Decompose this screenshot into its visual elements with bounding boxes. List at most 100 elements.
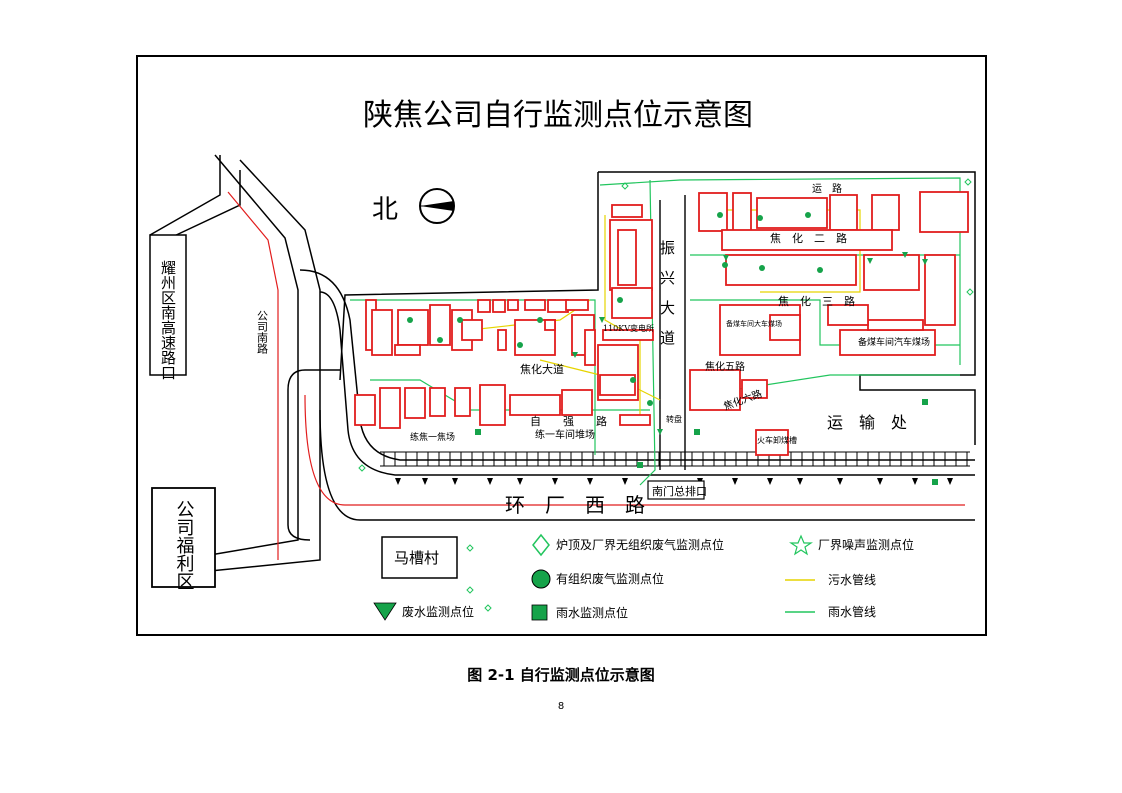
truck-yard-label: 备煤车间汽车煤场 bbox=[858, 336, 930, 348]
legend-label-6: 雨水管线 bbox=[828, 604, 876, 619]
fugitive-gas-monitor-point bbox=[966, 288, 974, 296]
page-number: 8 bbox=[557, 701, 565, 712]
building bbox=[732, 192, 752, 232]
north-label: 北 bbox=[372, 195, 398, 225]
jiaohua3-road-label: 焦 化 三 路 bbox=[778, 294, 855, 308]
exhaust-monitor-point bbox=[407, 317, 413, 323]
building bbox=[721, 229, 893, 251]
exhaust-monitor-point bbox=[437, 337, 443, 343]
rainwater-monitor-point bbox=[637, 462, 643, 468]
transport-label: 运 输 处 bbox=[827, 413, 907, 432]
flow-arrow-icon bbox=[837, 478, 843, 485]
flow-arrow-icon bbox=[487, 478, 493, 485]
exhaust-monitor-point bbox=[757, 215, 763, 221]
building bbox=[919, 191, 969, 233]
building bbox=[689, 369, 741, 411]
highway-label-box bbox=[149, 234, 187, 376]
legend-star-icon bbox=[789, 534, 813, 556]
left-railway-line bbox=[227, 191, 279, 560]
railway-ties bbox=[383, 452, 968, 466]
coal-yard-south-label: 练焦一焦场 bbox=[410, 431, 455, 443]
building bbox=[404, 387, 426, 419]
fugitive-gas-monitor-point bbox=[621, 182, 629, 190]
monitor-points bbox=[358, 178, 974, 612]
flow-arrow-icon bbox=[422, 478, 428, 485]
flow-arrow-icon bbox=[732, 478, 738, 485]
welfare-area bbox=[151, 487, 216, 588]
building bbox=[479, 384, 506, 426]
left-highway bbox=[149, 154, 321, 573]
wastewater-monitor-point bbox=[599, 317, 605, 323]
building bbox=[371, 309, 393, 356]
building bbox=[379, 387, 401, 429]
wastewater-monitor-point bbox=[867, 258, 873, 264]
building bbox=[497, 329, 507, 351]
legend-label-5: 雨水监测点位 bbox=[556, 605, 628, 620]
exhaust-monitor-point bbox=[722, 262, 728, 268]
building bbox=[611, 204, 643, 218]
building bbox=[617, 229, 637, 286]
exhaust-monitor-point bbox=[817, 267, 823, 273]
wastewater-monitor-point bbox=[922, 259, 928, 265]
building bbox=[509, 394, 561, 416]
village-label: 马槽村 bbox=[394, 549, 439, 567]
building bbox=[429, 304, 451, 346]
building bbox=[867, 319, 924, 331]
building bbox=[561, 389, 593, 416]
top-road-label: 运 路 bbox=[812, 182, 842, 195]
building bbox=[454, 387, 471, 417]
map-frame bbox=[136, 55, 987, 636]
legend-label-0: 炉顶及厂界无组织废气监测点位 bbox=[556, 537, 724, 552]
rainwater-monitor-point bbox=[694, 429, 700, 435]
legend-square-icon bbox=[531, 604, 548, 621]
access-road-inner bbox=[319, 291, 975, 476]
exhaust-monitor-point bbox=[805, 212, 811, 218]
building bbox=[725, 254, 857, 286]
wastewater-monitor-point bbox=[902, 252, 908, 258]
welfare-label: 公司福利区 bbox=[174, 500, 195, 590]
building bbox=[769, 314, 801, 341]
legend-label-3: 污水管线 bbox=[828, 572, 876, 587]
building bbox=[492, 299, 506, 313]
coal-yard-north-label: 备煤车间大车煤场 bbox=[726, 319, 782, 328]
building bbox=[547, 299, 569, 313]
building bbox=[756, 197, 828, 229]
jiaohua-avenue-label: 焦化大道 bbox=[520, 362, 564, 376]
exhaust-monitor-point bbox=[759, 265, 765, 271]
fugitive-gas-monitor-point bbox=[358, 464, 366, 472]
exhaust-monitor-point bbox=[717, 212, 723, 218]
figure-caption: 图 2-1 自行监测点位示意图 bbox=[467, 666, 655, 684]
exhaust-monitor-point bbox=[457, 317, 463, 323]
west-ring-road-label: 环 厂 西 路 bbox=[505, 493, 645, 517]
map-title: 陕焦公司自行监测点位示意图 bbox=[363, 98, 753, 133]
building bbox=[863, 254, 920, 291]
building bbox=[619, 414, 651, 426]
substation-label: 110KV变电所 bbox=[603, 323, 654, 333]
building bbox=[839, 329, 936, 356]
building bbox=[544, 319, 556, 331]
flow-arrow-icon bbox=[877, 478, 883, 485]
north-arrow-icon bbox=[419, 188, 455, 224]
main-avenue-label: 振 兴 大 道 bbox=[658, 240, 676, 345]
fugitive-gas-monitor-point bbox=[484, 604, 492, 612]
railway-track bbox=[380, 451, 970, 467]
car-unload-label: 火车卸煤槽 bbox=[757, 435, 797, 445]
rainwater-monitor-point bbox=[475, 429, 481, 435]
legend-label-4: 废水监测点位 bbox=[402, 604, 474, 619]
ring-road-west bbox=[287, 369, 975, 541]
ziqiang-road-label: 自 强 路 bbox=[530, 415, 607, 428]
building bbox=[565, 299, 589, 311]
building bbox=[829, 194, 858, 231]
building bbox=[755, 429, 789, 456]
fugitive-gas-monitor-point bbox=[466, 586, 474, 594]
fugitive-gas-monitor-point bbox=[964, 178, 972, 186]
main-avenue bbox=[659, 195, 686, 470]
building bbox=[741, 379, 768, 399]
flow-arrows bbox=[395, 478, 953, 485]
building bbox=[507, 299, 519, 311]
exhaust-monitor-point bbox=[537, 317, 543, 323]
flow-arrow-icon bbox=[767, 478, 773, 485]
building bbox=[827, 304, 869, 326]
highway-label: 耀州区南高速路口 bbox=[159, 260, 177, 380]
